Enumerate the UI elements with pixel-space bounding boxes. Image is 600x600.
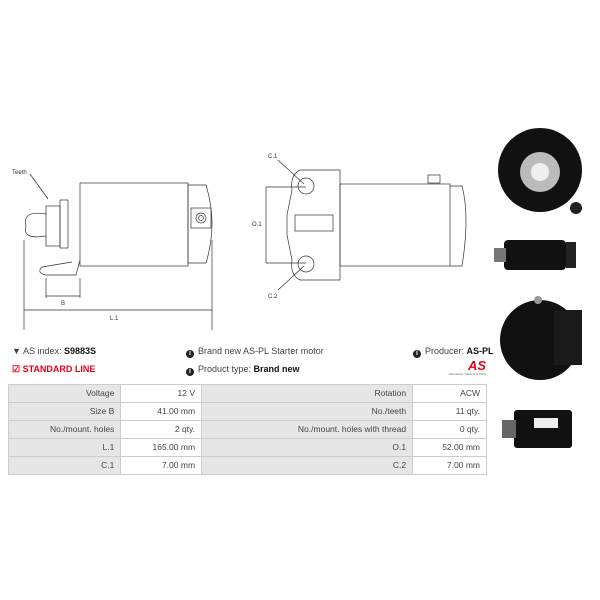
spec-label: C.2 (201, 456, 414, 475)
photo-side-view (494, 240, 576, 270)
technical-drawing: Teeth B L.1 C.1 C.2 O.1 (12, 154, 467, 330)
as-index-label: AS index: (22, 346, 62, 356)
l1-label: L.1 (110, 316, 119, 322)
teeth-label: Teeth (12, 170, 27, 176)
standard-line-badge: ☑ STANDARD LINE (12, 364, 95, 375)
side-view-drawing (23, 173, 213, 330)
spec-label: C.1 (7, 456, 122, 475)
product-photos (494, 128, 582, 448)
photo-rear-view (500, 296, 582, 380)
spec-value: 2 qty. (120, 420, 203, 439)
producer: i Producer: AS-PL (413, 346, 494, 358)
spec-label: Size B (7, 402, 122, 421)
info-icon: i (413, 350, 421, 358)
checkbox-icon: ☑ (12, 364, 21, 374)
spec-value: 11 qty. (412, 402, 487, 421)
as-index: ▼ AS index: S9883S (12, 346, 96, 356)
description-text: Brand new AS-PL Starter motor (198, 346, 324, 356)
spec-value: 52.00 mm (412, 438, 487, 457)
product-type-label: Product type: (198, 364, 252, 374)
info-icon: i (186, 350, 194, 358)
spec-value: 41.00 mm (120, 402, 203, 421)
c2-label: C.2 (268, 294, 278, 300)
as-pl-logo: AS Alternators, Starters & Parts (440, 359, 486, 376)
photo-front-view (498, 128, 582, 214)
info-icon: i (186, 368, 194, 376)
tag-icon: ▼ (12, 346, 21, 356)
logo-text: AS (467, 358, 486, 373)
o1-label: O.1 (252, 222, 262, 228)
standard-line-label: STANDARD LINE (22, 364, 96, 374)
spec-value: 165.00 mm (120, 438, 203, 457)
spec-label: Rotation (201, 384, 414, 403)
spec-label: Voltage (7, 384, 122, 403)
producer-label: Producer: (425, 346, 465, 356)
b-label: B (61, 301, 65, 307)
c1-label: C.1 (268, 154, 278, 160)
spec-label: No./mount. holes (7, 420, 122, 439)
as-index-value: S9883S (63, 346, 97, 356)
front-view-drawing (265, 159, 467, 291)
product-type: i Product type: Brand new (186, 364, 300, 376)
product-type-value: Brand new (253, 364, 300, 374)
spec-label: L.1 (7, 438, 122, 457)
spec-label: O.1 (201, 438, 414, 457)
spec-value: ACW (412, 384, 487, 403)
spec-label: No./mount. holes with thread (201, 420, 414, 439)
spec-value: 0 qty. (412, 420, 487, 439)
photo-top-view (502, 410, 572, 448)
spec-value: 7.00 mm (120, 456, 203, 475)
producer-value: AS-PL (466, 346, 494, 356)
spec-label: No./teeth (201, 402, 414, 421)
description: i Brand new AS-PL Starter motor (186, 346, 324, 358)
spec-value: 7.00 mm (412, 456, 487, 475)
spec-value: 12 V (120, 384, 203, 403)
logo-tagline: Alternators, Starters & Parts (448, 372, 486, 376)
